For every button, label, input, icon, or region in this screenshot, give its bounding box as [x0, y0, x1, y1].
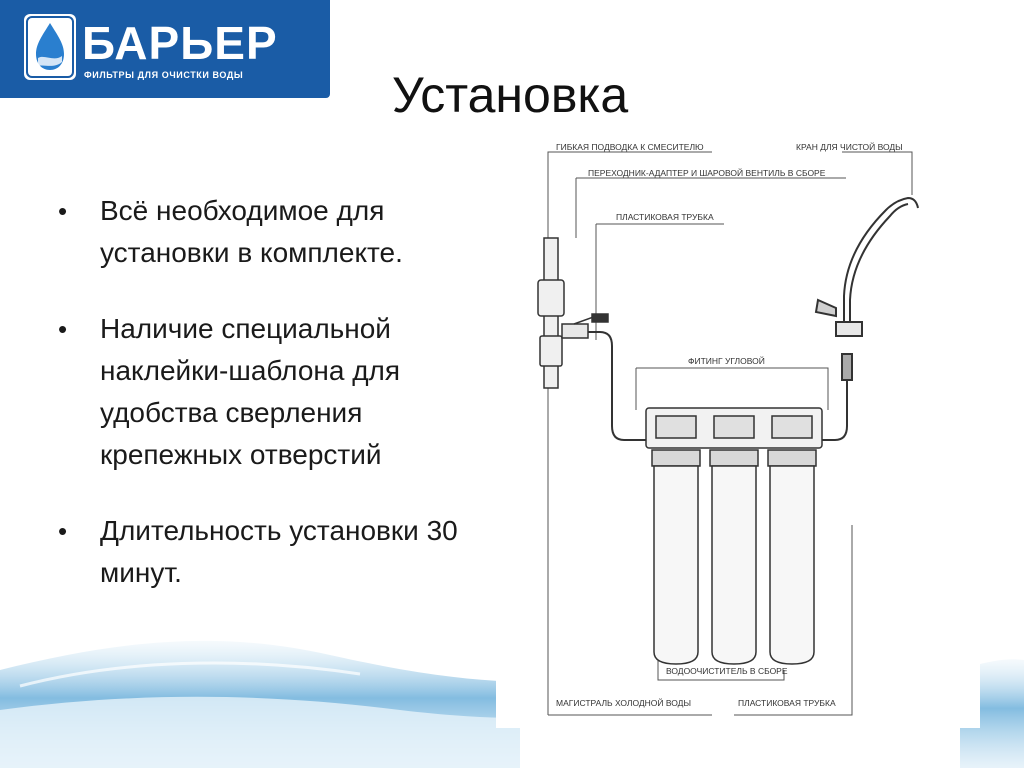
bullet-item: Наличие специальной наклейки-шаблона для…: [58, 308, 498, 476]
installation-diagram-panel: ГИБКАЯ ПОДВОДКА К СМЕСИТЕЛЮ КРАН ДЛЯ ЧИС…: [496, 140, 980, 728]
frame-line: [657, 650, 785, 681]
label-plastic-tube-bottom: ПЛАСТИКОВАЯ ТРУБКА: [738, 698, 836, 708]
brand-tagline: ФИЛЬТРЫ ДЛЯ ОЧИСТКИ ВОДЫ: [84, 70, 244, 80]
filter-head: [645, 407, 823, 449]
frame-line: [842, 151, 913, 195]
bullet-list: Всё необходимое для установки в комплект…: [58, 190, 498, 628]
bullet-item: Всё необходимое для установки в комплект…: [58, 190, 498, 274]
cold-water-pipe: [537, 237, 565, 389]
water-drop-icon: [24, 14, 76, 80]
frame-line: [636, 367, 829, 410]
installation-diagram: ГИБКАЯ ПОДВОДКА К СМЕСИТЕЛЮ КРАН ДЛЯ ЧИС…: [537, 141, 919, 716]
slide-title: Установка: [391, 67, 629, 123]
frame-line: [547, 151, 712, 715]
brand-logo: БАРЬЕР ФИЛЬТРЫ ДЛЯ ОЧИСТКИ ВОДЫ: [0, 0, 330, 98]
clean-water-faucet: [814, 196, 919, 381]
ball-valve: [561, 313, 609, 339]
water-wave-background: [0, 640, 1024, 768]
bullet-item: Длительность установки 30 минут.: [58, 510, 498, 594]
label-plastic-tube-top: ПЛАСТИКОВАЯ ТРУБКА: [616, 212, 714, 222]
label-purifier-assembly: ВОДООЧИСТИТЕЛЬ В СБОРЕ: [666, 666, 788, 676]
feed-tube: [588, 331, 646, 441]
label-elbow-fitting: ФИТИНГ УГЛОВОЙ: [688, 355, 765, 366]
filter-housings: [651, 449, 817, 665]
label-clean-tap: КРАН ДЛЯ ЧИСТОЙ ВОДЫ: [796, 141, 903, 152]
label-adapter-valve: ПЕРЕХОДНИК-АДАПТЕР И ШАРОВОЙ ВЕНТИЛЬ В С…: [588, 167, 826, 178]
return-tube: [822, 380, 848, 441]
brand-name: БАРЬЕР: [82, 17, 278, 69]
frame-line: [734, 525, 853, 716]
label-cold-main: МАГИСТРАЛЬ ХОЛОДНОЙ ВОДЫ: [556, 697, 691, 708]
label-flex-hose: ГИБКАЯ ПОДВОДКА К СМЕСИТЕЛЮ: [556, 142, 704, 152]
